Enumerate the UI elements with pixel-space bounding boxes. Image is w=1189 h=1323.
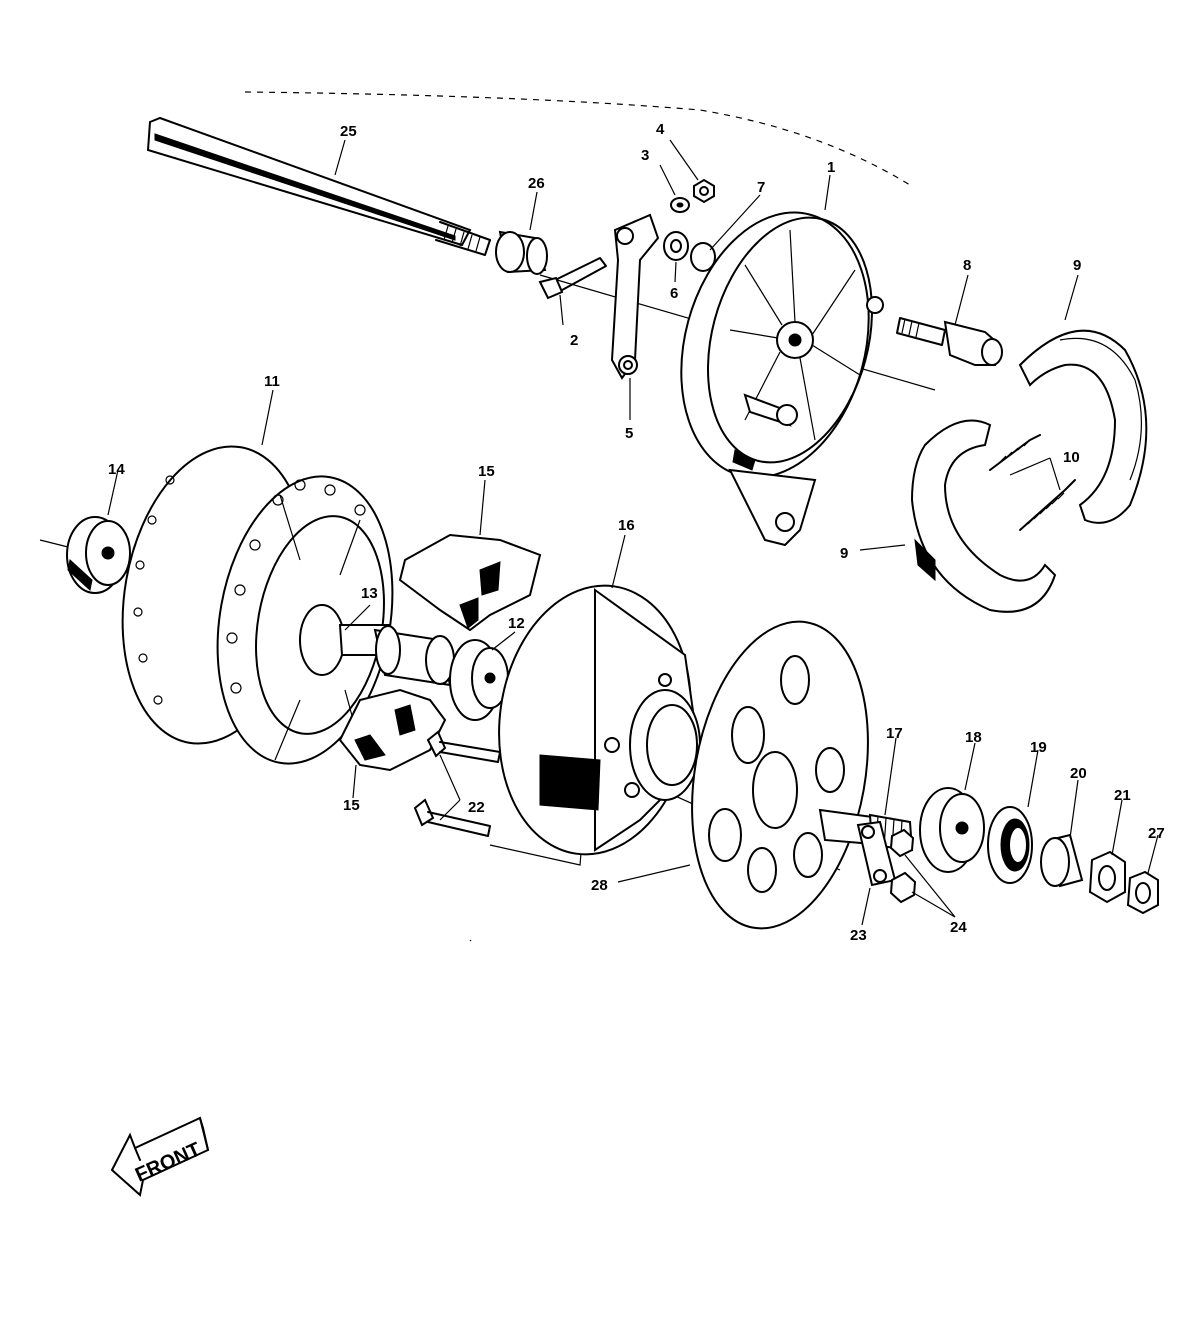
- callout-22: 22: [468, 799, 485, 816]
- callout-23: 23: [850, 927, 867, 944]
- part-28-sprocket: [691, 620, 869, 930]
- part-22-bolt-lower: [413, 798, 491, 837]
- leader-lines: [107, 139, 1159, 926]
- part-3-washer: [670, 197, 690, 213]
- callout-20: 20: [1070, 765, 1087, 782]
- part-10-spring-lower: [1019, 479, 1076, 531]
- callout-15b: 15: [343, 797, 360, 814]
- callout-16: 16: [618, 517, 635, 534]
- callout-13: 13: [361, 585, 378, 602]
- callout-19: 19: [1030, 739, 1047, 756]
- callout-10: 10: [1063, 449, 1080, 466]
- callout-6: 6: [670, 285, 678, 302]
- part-11-wheel-hub: [121, 445, 394, 765]
- part-9-brake-shoe-lower: [910, 419, 1057, 613]
- part-14-bearing: [66, 516, 131, 594]
- part-24-nut-lower: [889, 871, 917, 904]
- part-12-bearing: [449, 639, 509, 721]
- part-16-sprocket-carrier: [498, 584, 702, 856]
- part-15-damper-upper: [398, 533, 542, 632]
- callout-27: 27: [1148, 825, 1165, 842]
- part-1-brake-panel: [680, 211, 884, 547]
- part-5-brake-lever: [610, 213, 660, 380]
- part-6-washer: [663, 231, 689, 261]
- callout-8: 8: [963, 257, 971, 274]
- callout-1: 1: [827, 159, 835, 176]
- part-8-brake-cam: [896, 317, 1003, 366]
- callout-7: 7: [757, 179, 765, 196]
- callout-17: 17: [886, 725, 903, 742]
- part-25-axle: [146, 116, 491, 256]
- callout-3: 3: [641, 147, 649, 164]
- part-15-damper-lower: [338, 688, 447, 772]
- callout-12: 12: [508, 615, 525, 632]
- part-27-cap-nut: [1126, 870, 1159, 915]
- part-10-spring-upper: [989, 434, 1041, 471]
- callout-9b: 9: [840, 545, 848, 562]
- part-4-nut: [693, 178, 715, 204]
- callout-18: 18: [965, 729, 982, 746]
- callout-14: 14: [108, 461, 125, 478]
- callout-4: 4: [656, 121, 665, 138]
- part-7-o-ring: [690, 242, 716, 272]
- part-2-bolt: [538, 257, 607, 300]
- part-21-axle-nut: [1088, 850, 1126, 904]
- callout-15a: 15: [478, 463, 495, 480]
- callouts: 25 26 4 3 7 1 8 9 6 2 5 11 10 14 15 16 9…: [108, 121, 1165, 944]
- part-24-nut-upper: [889, 828, 915, 858]
- callout-21: 21: [1114, 787, 1131, 804]
- callout-26: 26: [528, 175, 545, 192]
- callout-25: 25: [340, 123, 357, 140]
- part-13-spacer: [338, 624, 455, 687]
- callout-11: 11: [264, 373, 280, 390]
- front-arrow: FRONT: [110, 1116, 210, 1197]
- part-9-brake-shoe-upper: [1018, 329, 1148, 524]
- callout-28: 28: [591, 877, 608, 894]
- callout-9a: 9: [1073, 257, 1081, 274]
- part-20-collar: [1040, 833, 1084, 888]
- part-18-bearing: [919, 787, 985, 873]
- part-26-collar: [495, 230, 548, 275]
- callout-24: 24: [950, 919, 967, 936]
- callout-5: 5: [625, 425, 633, 442]
- part-22-bolt-upper: [426, 730, 501, 763]
- callout-2: 2: [570, 332, 578, 349]
- part-19-oil-seal: [987, 806, 1033, 884]
